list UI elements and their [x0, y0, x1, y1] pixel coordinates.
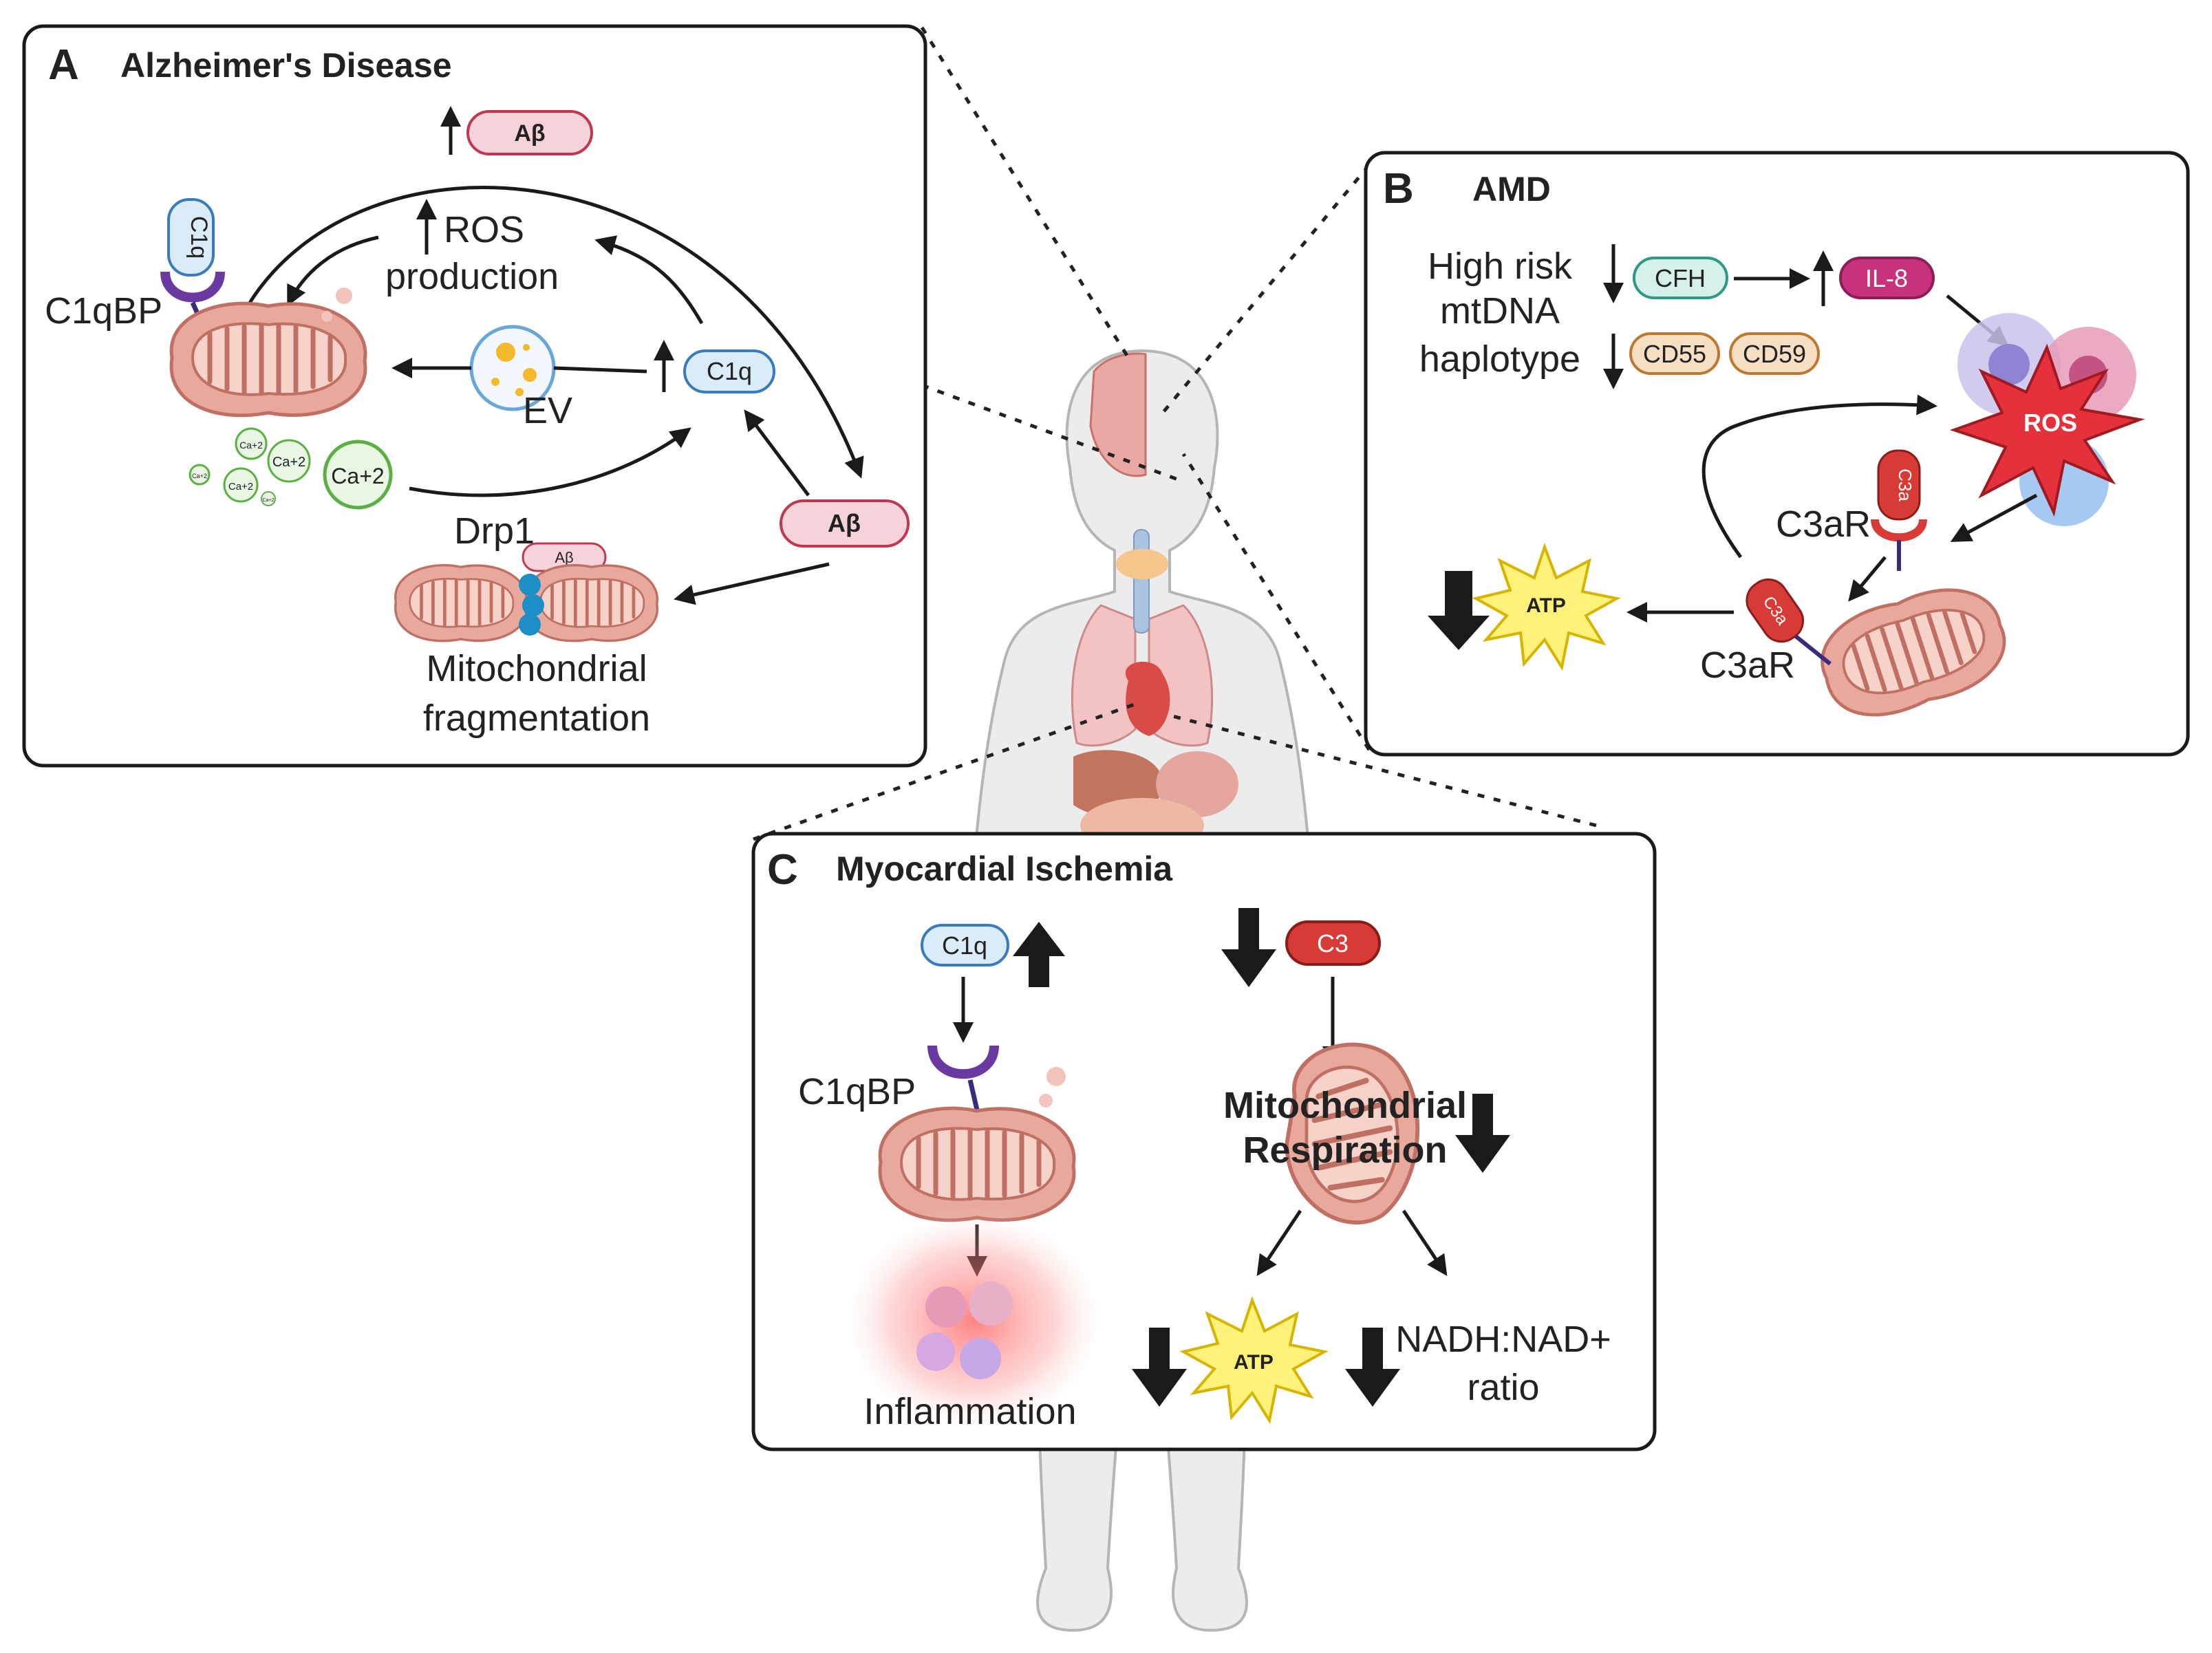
- trachea: [1133, 529, 1150, 634]
- ca-label-3: Ca+2: [239, 440, 263, 451]
- panel-amd: B AMD High risk mtDNA haplotype CFH IL-8…: [1364, 151, 2190, 757]
- arrow-ros-to-c3ar: [1950, 493, 2038, 542]
- mito-fragment-right: [526, 565, 658, 641]
- abeta-right-label: Aβ: [828, 509, 861, 537]
- panel-a-title: Alzheimer's Disease: [120, 46, 452, 85]
- lung-left: [1071, 604, 1137, 747]
- risk-line2: mtDNA: [1440, 290, 1560, 332]
- arrow-resp-to-nadh: [1402, 1209, 1448, 1276]
- risk-line1: High risk: [1428, 246, 1573, 287]
- brain-region: [1089, 352, 1147, 477]
- abeta-top-label: Aβ: [514, 120, 545, 147]
- il8-pill: [1839, 257, 1935, 299]
- atp-label-c: ATP: [1234, 1351, 1274, 1374]
- arrow-ca-to-c1q: [409, 427, 691, 497]
- big-down-arrow-atp: [1428, 571, 1490, 650]
- mitochondrion-a: [171, 303, 365, 415]
- panel-a-letter: A: [48, 41, 79, 89]
- drp1-label: Drp1: [454, 510, 535, 552]
- panel-myocardial-ischemia: C Myocardial Ischemia C1q C1qBP Inflamma…: [751, 832, 1657, 1451]
- big-down-arrow-c3: [1221, 908, 1276, 987]
- mitochondrion-c-left: [880, 1108, 1074, 1220]
- arc-c3ar-to-ros: [1701, 394, 1937, 559]
- arrow-abeta-to-frag: [674, 562, 830, 605]
- mito-resp-line1: Mitochondrial: [1223, 1085, 1467, 1126]
- big-down-arrow-nadh: [1345, 1328, 1400, 1407]
- nadh-line2: ratio: [1467, 1367, 1539, 1408]
- callout-connectors: [753, 26, 1597, 841]
- c3ar-top-label: C3aR: [1776, 504, 1871, 545]
- il8-label: IL-8: [1865, 264, 1908, 292]
- ca-label-6: Ca+2: [263, 498, 275, 503]
- arrow-c1q-to-ros: [594, 235, 704, 325]
- cfh-pill: [1633, 257, 1728, 299]
- c1q-pill-c: [921, 924, 1009, 966]
- arrow-c3ar-down: [1848, 556, 1887, 602]
- arrow-abeta-to-c1q: [744, 409, 810, 497]
- mito-resp-line2: Respiration: [1243, 1130, 1447, 1171]
- big-down-arrow-resp: [1455, 1094, 1510, 1173]
- drp1-ring: [519, 574, 544, 636]
- atp-burst-b: [1472, 543, 1621, 671]
- panel-c-letter: C: [767, 846, 798, 894]
- panel-alzheimers: A Alzheimer's Disease Aβ ROS production …: [22, 24, 927, 768]
- heart: [1125, 661, 1170, 736]
- inflammation-glow: [836, 1204, 1111, 1438]
- c1q-receptor-glyph: C1q: [160, 198, 225, 366]
- arrow-ros-to-mito: [287, 235, 379, 307]
- cd59-pill: [1729, 332, 1820, 375]
- c1q-label-c: C1q: [942, 931, 987, 960]
- atp-label-b: ATP: [1526, 594, 1566, 617]
- big-down-arrow-atp-c: [1132, 1328, 1187, 1407]
- cd55-pill: [1629, 332, 1720, 375]
- ros-burst: [1949, 343, 2145, 517]
- mito-fragment-left: [396, 565, 527, 641]
- nadh-line1: NADH:NAD+: [1395, 1319, 1611, 1360]
- ros-label: ROS: [2023, 409, 2077, 437]
- c1q-pill: [683, 349, 775, 393]
- ca-label-2: Ca+2: [272, 455, 305, 470]
- atp-burst-c: [1179, 1296, 1329, 1425]
- thyroid: [1116, 549, 1168, 579]
- inflammatory-cells: [916, 1282, 1013, 1379]
- calcium-cluster: Ca+2 Ca+2 Ca+2 Ca+2 Ca+2 Ca+2: [189, 427, 393, 510]
- arc-mito-to-abeta: [246, 186, 864, 479]
- c3a-receptor-top: C3a: [1871, 449, 1927, 571]
- panel-c-title: Myocardial Ischemia: [836, 850, 1173, 888]
- ev-label: EV: [523, 390, 572, 431]
- c3-pill: [1285, 920, 1381, 966]
- panel-a-frame: [22, 24, 927, 768]
- frag-label-line1: Mitochondrial: [426, 648, 647, 689]
- big-up-arrow-c1q: [1013, 922, 1065, 987]
- abeta-small-label: Aβ: [555, 549, 573, 566]
- c1qbp-receptor-c: [927, 1045, 999, 1079]
- panel-b-title: AMD: [1472, 170, 1551, 208]
- stomach: [1156, 751, 1238, 817]
- cfh-label: CFH: [1655, 264, 1706, 292]
- inflammation-label: Inflammation: [863, 1391, 1076, 1432]
- frag-label-line2: fragmentation: [423, 698, 650, 739]
- c3ar-bottom-label: C3aR: [1700, 645, 1795, 686]
- risk-line3: haplotype: [1419, 338, 1580, 380]
- c3a-receptor-bottom: C3a: [1746, 578, 1832, 666]
- ros-label-line1: ROS: [444, 209, 524, 250]
- c1qbp-label: C1qBP: [45, 290, 162, 332]
- panel-b-letter: B: [1383, 165, 1414, 213]
- cd59-label: CD59: [1743, 340, 1806, 368]
- ca-label-4: Ca+2: [228, 481, 253, 493]
- c3-label: C3: [1317, 929, 1349, 958]
- c1q-pill-label: C1q: [707, 357, 752, 385]
- ca-label-1: Ca+2: [331, 464, 384, 488]
- abeta-right-pill: [780, 499, 910, 548]
- mito-debris: [336, 288, 352, 304]
- c1qbp-label-c: C1qBP: [798, 1071, 916, 1112]
- ca-label-5: Ca+2: [192, 473, 207, 479]
- c3a-top-label: C3a: [1895, 468, 1915, 501]
- abeta-top-pill: [466, 110, 593, 155]
- c1q-receptor-label: C1q: [186, 216, 212, 259]
- arrow-resp-to-atp: [1256, 1209, 1302, 1276]
- ros-label-line2: production: [385, 256, 559, 297]
- cd55-label: CD55: [1643, 340, 1706, 368]
